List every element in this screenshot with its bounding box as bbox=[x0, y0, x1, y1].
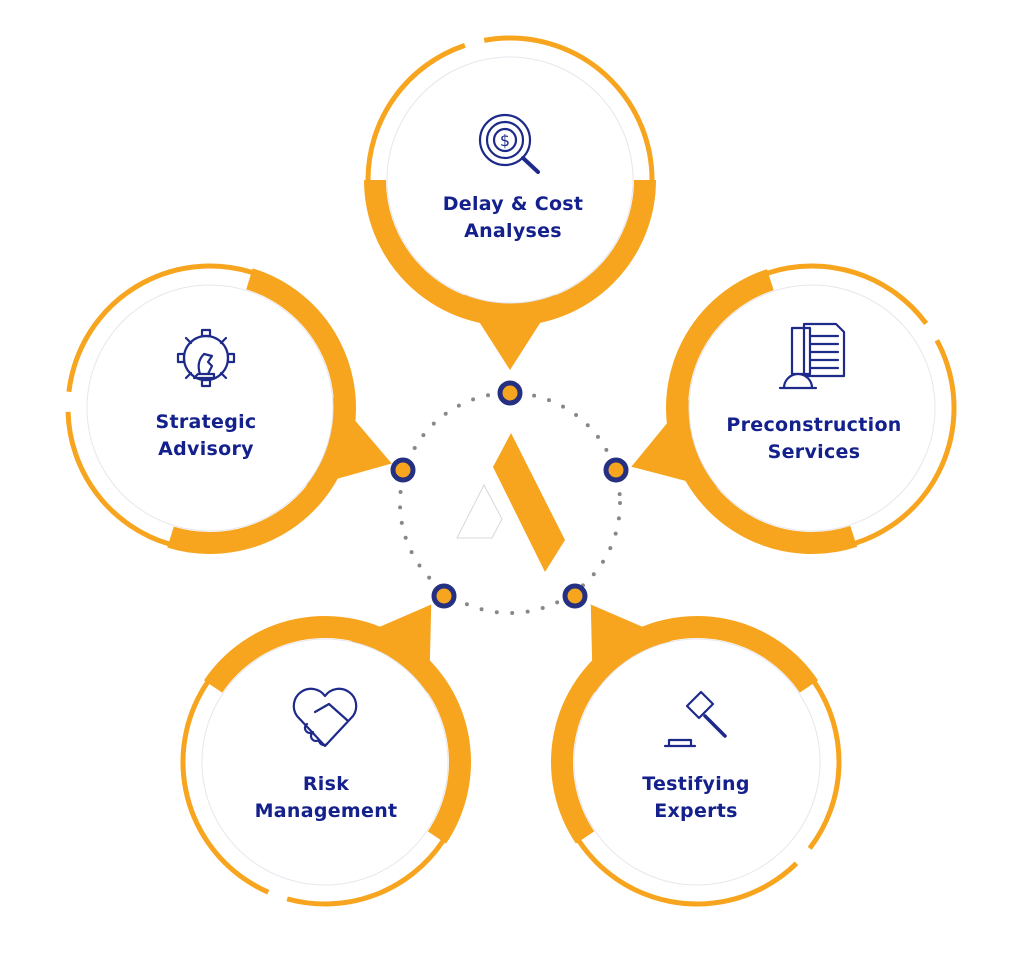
service-title-line1: Preconstruction bbox=[726, 414, 902, 436]
svg-text:$: $ bbox=[500, 131, 510, 150]
service-testifying[interactable]: Testifying Experts bbox=[576, 771, 816, 825]
node-right bbox=[603, 457, 629, 483]
pin-testifying bbox=[473, 525, 894, 959]
service-title-line2: Advisory bbox=[158, 438, 254, 460]
dotted-ring bbox=[398, 391, 622, 615]
service-title-line1: Risk bbox=[302, 773, 350, 795]
service-strategic[interactable]: Strategic Advisory bbox=[86, 409, 326, 463]
dollar-magnifier-icon: $ bbox=[478, 113, 540, 174]
service-risk[interactable]: Risk Management bbox=[206, 771, 446, 825]
gear-chess-knight-icon bbox=[176, 328, 236, 388]
service-title-line1: Delay & Cost bbox=[442, 193, 584, 215]
service-delay-cost[interactable]: Delay & Cost Analyses bbox=[393, 191, 633, 245]
service-preconstruction[interactable]: Preconstruction Services bbox=[694, 412, 934, 466]
gavel-icon bbox=[663, 690, 727, 748]
pin-risk bbox=[128, 525, 549, 959]
service-title-line2: Services bbox=[767, 441, 861, 463]
node-bottom-left bbox=[431, 583, 457, 609]
service-title-line2: Management bbox=[254, 800, 398, 822]
node-left bbox=[390, 457, 416, 483]
documents-hardhat-icon bbox=[778, 322, 846, 390]
handshake-heart-icon bbox=[292, 687, 358, 748]
node-bottom-right bbox=[562, 583, 588, 609]
service-title-line1: Testifying bbox=[642, 773, 750, 795]
service-title-line2: Experts bbox=[654, 800, 738, 822]
center-logo bbox=[456, 433, 565, 572]
ring-nodes bbox=[390, 380, 629, 609]
service-title-line1: Strategic bbox=[155, 411, 257, 433]
service-title-line2: Analyses bbox=[464, 220, 562, 242]
node-top bbox=[497, 380, 523, 406]
